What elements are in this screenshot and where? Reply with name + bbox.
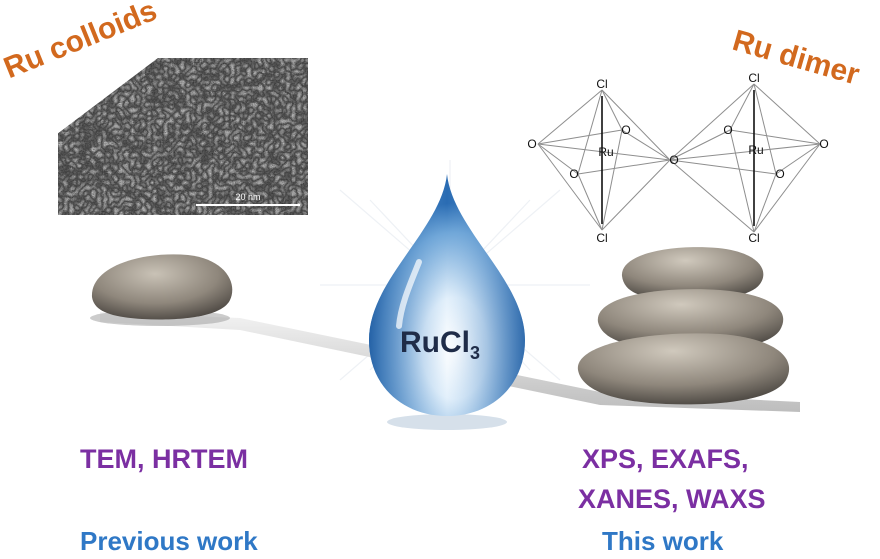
left-stone <box>90 254 233 326</box>
ru-atom-label: Ru <box>598 145 613 159</box>
o-atom-label: O <box>723 123 732 137</box>
stone-bottom <box>577 333 790 405</box>
left-techniques: TEM, HRTEM <box>80 444 248 474</box>
right-techniques-line1: XPS, EXAFS, <box>582 444 749 474</box>
cl-atom-label: Cl <box>748 71 759 85</box>
rucl3-label-main: RuCl <box>400 326 470 359</box>
ru-dimer-structure: Cl Cl Cl Cl O O O O O O O Ru Ru <box>527 71 828 245</box>
o-atom-label: O <box>569 167 578 181</box>
right-stone-stack <box>577 247 790 405</box>
previous-work-caption: Previous work <box>80 526 258 556</box>
cl-atom-label: Cl <box>596 77 607 91</box>
cl-atom-label: Cl <box>596 231 607 245</box>
stone-middle <box>597 289 784 351</box>
rucl3-label-subscript: 3 <box>470 343 481 363</box>
o-atom-label: O <box>621 123 630 137</box>
right-techniques-line2: XANES, WAXS <box>578 484 766 514</box>
o-atom-label: O <box>527 137 536 151</box>
stone-top <box>621 247 764 301</box>
scale-bar-label: 20 nm <box>235 192 260 202</box>
this-work-caption: This work <box>602 526 724 556</box>
cl-atom-label: Cl <box>748 231 759 245</box>
tem-micrograph: 20 nm <box>58 58 308 215</box>
o-atom-label: O <box>669 153 678 167</box>
tem-texture: 20 nm <box>58 58 308 215</box>
ru-atom-label: Ru <box>748 143 763 157</box>
o-atom-label: O <box>819 137 828 151</box>
rucl3-label: RuCl3 <box>400 326 480 364</box>
o-atom-label: O <box>775 167 784 181</box>
water-drop <box>369 174 525 430</box>
